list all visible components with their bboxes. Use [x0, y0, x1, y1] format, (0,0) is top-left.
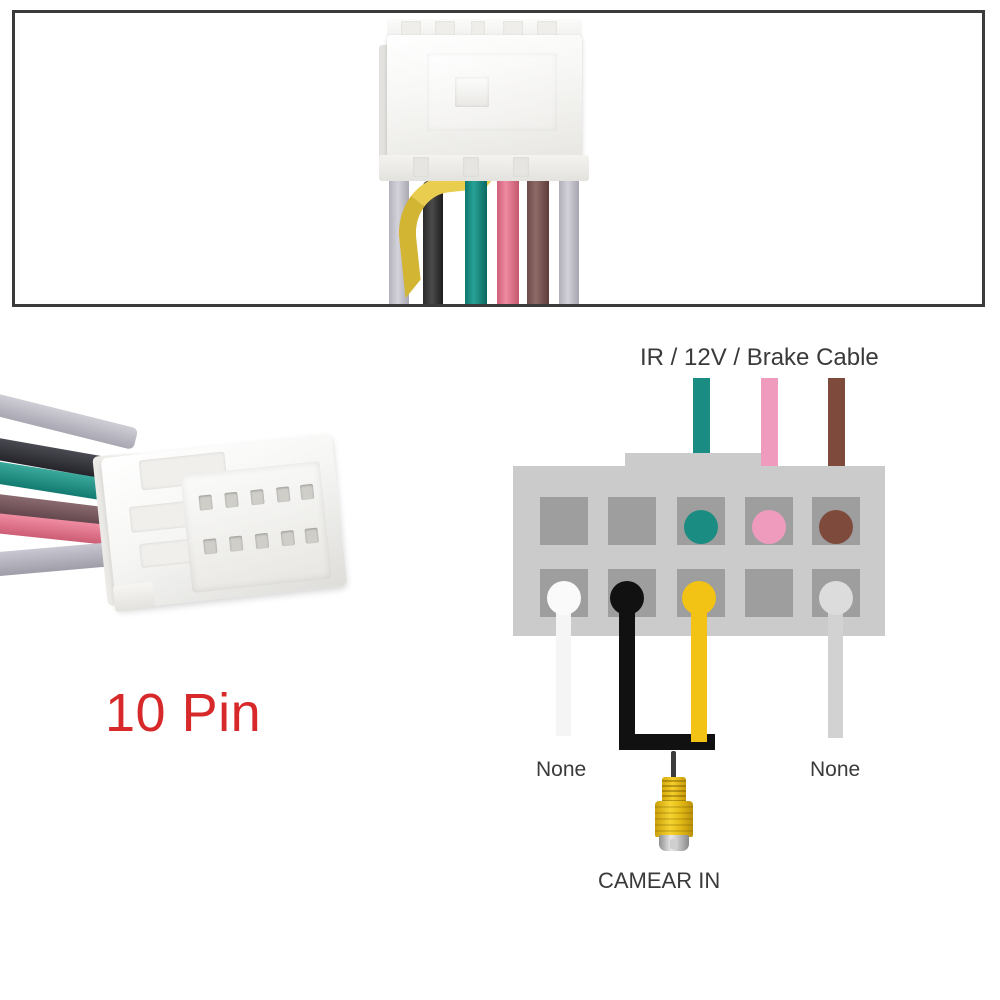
lp-pin-hole — [276, 486, 291, 503]
rca-video-plug — [652, 751, 696, 853]
terminal-ball-teal — [684, 510, 718, 544]
photo-wire-pink — [497, 163, 519, 304]
top-photo-stage — [15, 13, 982, 304]
connector-latch — [455, 77, 489, 107]
pin-bottom-4 — [745, 569, 793, 617]
pin-count-label: 10 Pin — [105, 683, 262, 743]
schematic-wire-black-vertical — [619, 586, 635, 750]
connector-face — [427, 53, 557, 131]
rca-cable — [671, 751, 676, 779]
rca-strain-relief — [662, 777, 686, 803]
rca-metal-ring — [659, 835, 689, 851]
top-product-photo-panel — [12, 10, 985, 307]
photo-wire-grey-right — [559, 173, 579, 304]
none-right-label: None — [810, 758, 861, 781]
ten-pin-connector-photo — [0, 391, 380, 658]
terminal-ball-yellow — [682, 581, 716, 615]
connector-key-tab — [625, 453, 761, 467]
lp-pin-hole — [280, 530, 296, 547]
harness-connector-photo — [367, 13, 617, 304]
rca-center-pin — [670, 839, 678, 849]
lp-pin-hole — [250, 489, 265, 506]
photo-wire-brown — [527, 163, 549, 304]
pin-top-2 — [608, 497, 656, 545]
terminal-ball-grey — [819, 581, 853, 615]
schematic-wire-grey — [828, 586, 843, 738]
lp-pin-hole — [304, 527, 319, 544]
lp-connector-tab — [112, 581, 156, 613]
photo-wire-black — [423, 181, 443, 304]
lp-pin-hole — [299, 483, 315, 501]
lp-pin-hole — [228, 535, 244, 552]
lp-pin-hole — [224, 491, 239, 509]
schematic-header-label: IR / 12V / Brake Cable — [640, 344, 879, 371]
connector-skirt — [379, 155, 589, 181]
lp-pin-hole-grid — [180, 461, 332, 593]
terminal-ball-white — [547, 581, 581, 615]
lp-pin-hole — [203, 538, 218, 555]
connector-skirt-notch-3 — [513, 157, 529, 177]
camera-in-label: CAMEAR IN — [598, 868, 721, 893]
connector-skirt-notch-2 — [463, 157, 479, 177]
terminal-ball-black — [610, 581, 644, 615]
lp-pin-hole — [254, 532, 270, 550]
schematic-wire-white — [556, 586, 571, 736]
lp-pin-hole — [198, 494, 213, 511]
wiring-schematic: IR / 12V / Brake Cable — [500, 330, 960, 920]
terminal-ball-pink — [752, 510, 786, 544]
photo-wire-teal — [465, 163, 487, 304]
rca-barrel — [655, 801, 693, 837]
pin-top-1 — [540, 497, 588, 545]
terminal-ball-brown — [819, 510, 853, 544]
none-left-label: None — [536, 758, 587, 781]
photo-wire-yellow — [393, 169, 513, 299]
photo-wire-grey-left — [389, 173, 409, 304]
schematic-wire-yellow — [691, 586, 707, 742]
connector-skirt-notch-1 — [413, 157, 429, 177]
